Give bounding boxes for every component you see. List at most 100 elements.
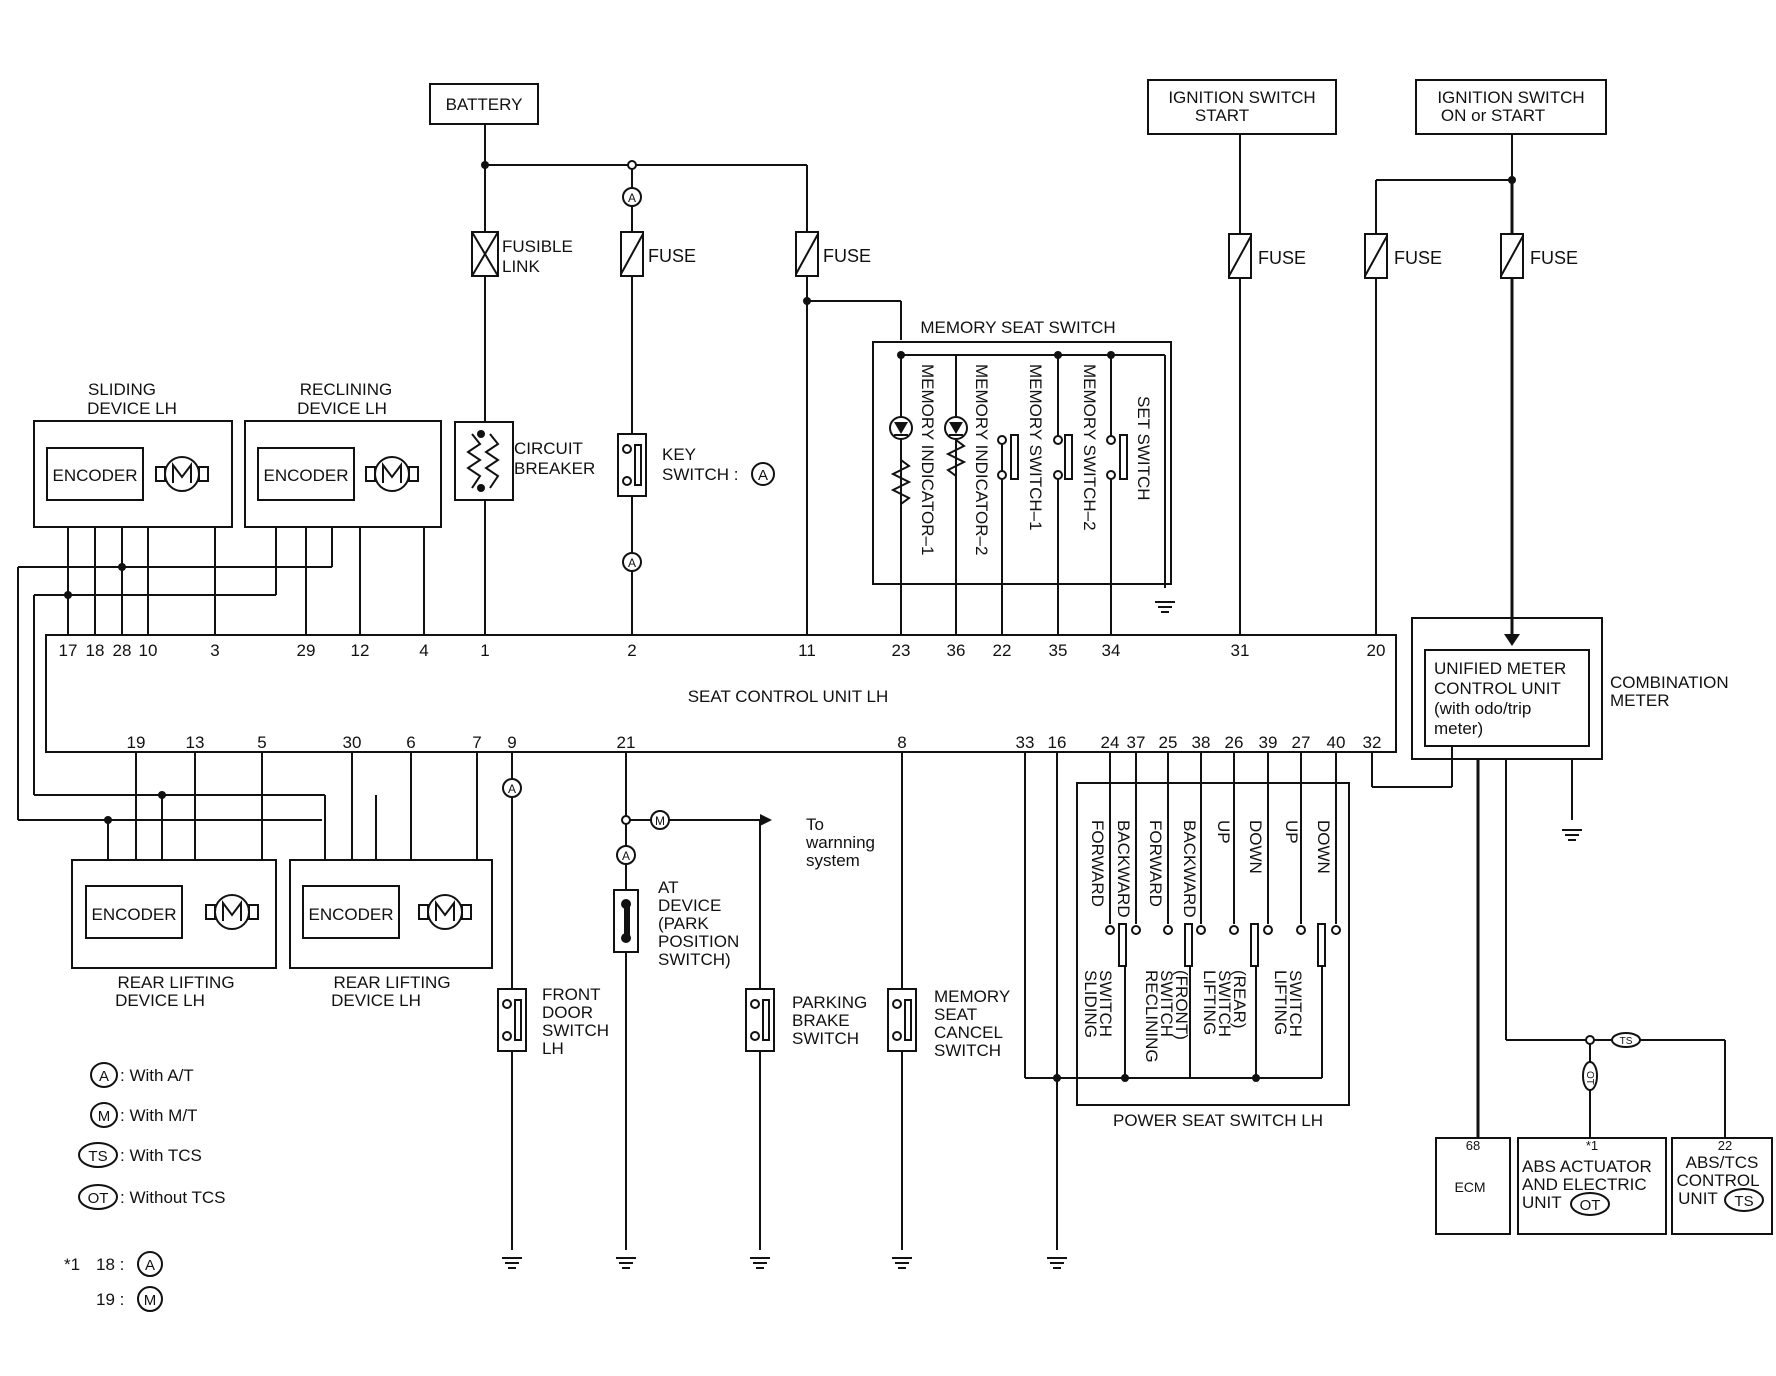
- fuse-key: FUSE: [620, 231, 696, 277]
- fusible-link: FUSIBLE LINK: [471, 231, 573, 277]
- at-device-switch: AT DEVICE (PARK POSITION SWITCH): [613, 878, 739, 1269]
- fuse-on-2: FUSE: [1500, 233, 1578, 279]
- svg-text:UNIFIED METER: UNIFIED METER: [1434, 659, 1566, 678]
- reclining-device: RECLINING DEVICE LH ENCODER: [244, 380, 442, 528]
- fuse-start-label: FUSE: [1258, 248, 1306, 268]
- svg-text:*1: *1: [1586, 1138, 1598, 1153]
- abs-actuator-box: *1 ABS ACTUATOR AND ELECTRIC UNIT OT: [1517, 1137, 1667, 1235]
- ignition-start-box: IGNITION SWITCH START: [1147, 79, 1337, 135]
- svg-text:2: 2: [627, 641, 636, 660]
- svg-text:SLIDING: SLIDING: [1081, 970, 1100, 1038]
- rear-lift1-encoder: ENCODER: [91, 905, 176, 924]
- front-door-switch: FRONT DOOR SWITCH LH: [497, 985, 609, 1269]
- svg-text:12: 12: [351, 641, 370, 660]
- key-switch: KEY SWITCH : A: [617, 433, 775, 497]
- memory-seat-title: MEMORY SEAT SWITCH: [920, 318, 1115, 337]
- svg-text:ABS ACTUATOR: ABS ACTUATOR: [1522, 1157, 1652, 1176]
- svg-text:LH: LH: [542, 1039, 564, 1058]
- svg-text:(REAR): (REAR): [1230, 970, 1249, 1029]
- svg-text:(PARK: (PARK: [658, 914, 709, 933]
- svg-text:A: A: [622, 849, 630, 863]
- svg-text:35: 35: [1049, 641, 1068, 660]
- fuse-on-1: FUSE: [1364, 233, 1442, 279]
- svg-text:DOWN: DOWN: [1314, 820, 1333, 874]
- ign-on-line1: IGNITION SWITCH: [1437, 88, 1584, 107]
- svg-text:TS: TS: [1620, 1036, 1633, 1047]
- mark-a-1: A: [622, 187, 642, 207]
- svg-text:DEVICE: DEVICE: [658, 896, 721, 915]
- fuse-on1-label: FUSE: [1394, 248, 1442, 268]
- svg-text:UP: UP: [1282, 820, 1301, 844]
- circuit-breaker: CIRCUIT BREAKER: [454, 421, 595, 501]
- mark-m: M: [650, 810, 670, 830]
- memory-seat-cancel-switch: MEMORY SEAT CANCEL SWITCH: [887, 987, 1010, 1269]
- junction-dots: [64, 160, 1595, 1082]
- svg-text:BACKWARD: BACKWARD: [1114, 820, 1133, 918]
- memory-indicator-1: [889, 416, 913, 505]
- svg-text:30: 30: [343, 733, 362, 752]
- breaker-line2: BREAKER: [514, 459, 595, 478]
- svg-text:SWITCH: SWITCH: [1096, 970, 1115, 1037]
- svg-text:37: 37: [1127, 733, 1146, 752]
- svg-text:9: 9: [507, 733, 516, 752]
- svg-text:39: 39: [1259, 733, 1278, 752]
- svg-text:23: 23: [892, 641, 911, 660]
- svg-text:REAR LIFTING: REAR LIFTING: [117, 973, 234, 992]
- seat-control-unit: SEAT CONTROL UNIT LH 17 18 28 10 3 29 12…: [45, 634, 1397, 753]
- svg-text:5: 5: [257, 733, 266, 752]
- ignition-on-box: IGNITION SWITCH ON or START: [1415, 79, 1607, 135]
- svg-text:OT: OT: [1580, 1197, 1601, 1214]
- svg-text:22: 22: [1718, 1138, 1732, 1153]
- svg-text:ABS/TCS: ABS/TCS: [1686, 1153, 1759, 1172]
- memory-indicator-1-label: MEMORY INDICATOR–1: [918, 364, 937, 555]
- svg-text:10: 10: [139, 641, 158, 660]
- svg-text:A: A: [508, 782, 516, 796]
- ign-start-line1: IGNITION SWITCH: [1168, 88, 1315, 107]
- fuse-memory-label: FUSE: [823, 246, 871, 266]
- svg-text:TS: TS: [1734, 1193, 1753, 1210]
- svg-text:3: 3: [210, 641, 219, 660]
- svg-text:UNIT: UNIT: [1522, 1193, 1562, 1212]
- svg-text:A: A: [628, 191, 636, 205]
- power-seat-contacts: [1105, 923, 1341, 967]
- svg-text:*1: *1: [64, 1255, 80, 1274]
- svg-text:OT: OT: [1584, 1071, 1595, 1085]
- svg-text:SWITCH: SWITCH: [1157, 970, 1176, 1037]
- svg-text:25: 25: [1159, 733, 1178, 752]
- svg-text:16: 16: [1048, 733, 1067, 752]
- memory-switch-1-label: MEMORY SWITCH–1: [1026, 364, 1045, 531]
- breaker-line1: CIRCUIT: [514, 439, 583, 458]
- svg-text:M: M: [144, 1292, 157, 1309]
- svg-text:8: 8: [897, 733, 906, 752]
- svg-text:4: 4: [419, 641, 428, 660]
- svg-text:A: A: [628, 556, 636, 570]
- svg-text:SWITCH: SWITCH: [934, 1041, 1001, 1060]
- seat-control-unit-title: SEAT CONTROL UNIT LH: [688, 687, 889, 706]
- svg-text:UNIT: UNIT: [1678, 1189, 1718, 1208]
- fusible-link-line1: FUSIBLE: [502, 237, 573, 256]
- svg-text:DOOR: DOOR: [542, 1003, 593, 1022]
- mark-a-3: A: [502, 778, 522, 798]
- legend-item-ts: TS : With TCS: [78, 1142, 202, 1168]
- svg-text:29: 29: [297, 641, 316, 660]
- memory-switch-2-label: MEMORY SWITCH–2: [1080, 364, 1099, 531]
- memory-indicator-2-label: MEMORY INDICATOR–2: [972, 364, 991, 555]
- svg-text:: With TCS: : With TCS: [120, 1146, 202, 1165]
- svg-text:AND ELECTRIC: AND ELECTRIC: [1522, 1175, 1647, 1194]
- fuse-start: FUSE: [1228, 233, 1306, 279]
- power-seat-switch: FORWARD BACKWARD FORWARD BACKWARD UP DOW…: [1076, 782, 1350, 1130]
- svg-text:RECLINING: RECLINING: [1142, 970, 1161, 1063]
- svg-text:24: 24: [1101, 733, 1120, 752]
- svg-text:21: 21: [617, 733, 636, 752]
- svg-text:: With A/T: : With A/T: [120, 1066, 194, 1085]
- svg-text:PARKING: PARKING: [792, 993, 867, 1012]
- battery-label: BATTERY: [446, 95, 523, 114]
- svg-text:SWITCH: SWITCH: [792, 1029, 859, 1048]
- ign-start-line2: START: [1195, 106, 1249, 125]
- fusible-link-line2: LINK: [502, 257, 540, 276]
- combination-meter-title2: METER: [1610, 691, 1670, 710]
- key-switch-line1: KEY: [662, 445, 696, 464]
- svg-text:DOWN: DOWN: [1246, 820, 1265, 874]
- svg-text:BACKWARD: BACKWARD: [1180, 820, 1199, 918]
